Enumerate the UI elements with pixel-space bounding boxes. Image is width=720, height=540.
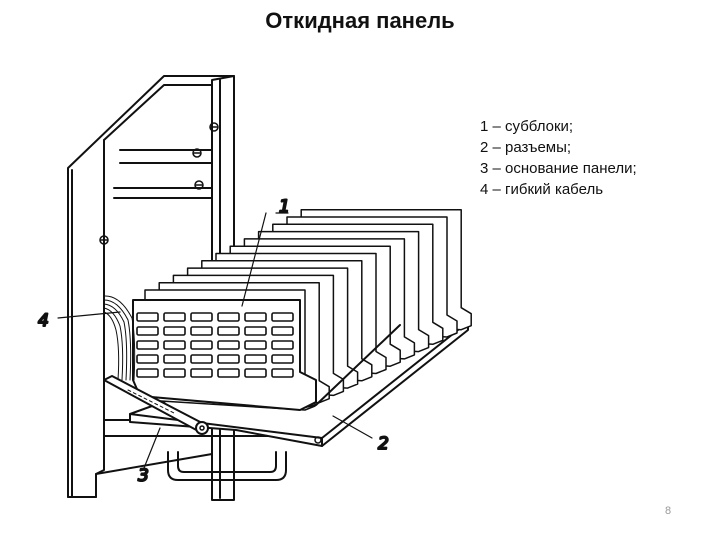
leader-line-3: [143, 427, 161, 469]
base-handle: [167, 451, 287, 481]
legend-item-flexible-cable: 4 – гибкий кабель: [480, 181, 604, 198]
callout-4: 4: [38, 311, 49, 331]
connector-slot: [271, 354, 294, 364]
connector-slot: [190, 354, 213, 364]
callout-3: 3: [138, 466, 149, 486]
connector-slot: [136, 368, 159, 378]
front-subblock: [132, 299, 317, 411]
slide-title: Откидная панель: [265, 8, 455, 33]
leader-line-4: [57, 311, 121, 319]
connector-slot: [136, 312, 159, 322]
connector-slot: [271, 312, 294, 322]
connector-slot: [217, 368, 240, 378]
connector-slot: [136, 340, 159, 350]
frame-screws: [99, 122, 219, 245]
connector-slot: [163, 312, 186, 322]
connector-slot: [244, 340, 267, 350]
connector-slot: [190, 312, 213, 322]
support-bar: [103, 375, 209, 435]
connector-slot: [217, 312, 240, 322]
flexible-cable: [103, 295, 136, 381]
connector-slot: [271, 368, 294, 378]
callout-2: 2: [378, 434, 389, 454]
leader-line-2: [332, 415, 373, 439]
connector-slot: [244, 312, 267, 322]
leader-line-1: [241, 212, 267, 307]
legend-item-panel-base: 3 – основание панели;: [480, 160, 637, 177]
legend-item-connectors: 2 – разъемы;: [480, 139, 572, 156]
connector-slot: [136, 354, 159, 364]
connector-slot: [271, 326, 294, 336]
connector-slot: [190, 326, 213, 336]
connector-slot: [136, 326, 159, 336]
connector-slot: [244, 368, 267, 378]
connector-slot: [244, 326, 267, 336]
page-number: 8: [665, 505, 672, 517]
connector-slot: [163, 368, 186, 378]
connector-slot: [244, 354, 267, 364]
legend-item-subblocks: 1 – субблоки;: [480, 118, 574, 135]
connector-slot: [190, 340, 213, 350]
connector-slot: [163, 326, 186, 336]
legend: 1 – субблоки; 2 – разъемы; 3 – основание…: [480, 116, 712, 200]
connector-slot: [163, 340, 186, 350]
connector-slot: [217, 326, 240, 336]
leader-lines: [57, 212, 373, 469]
connector-slot: [217, 340, 240, 350]
callout-1: 1: [279, 197, 290, 217]
connector-slot: [271, 340, 294, 350]
connector-grid: [136, 312, 294, 378]
connector-slot: [163, 354, 186, 364]
connector-slot: [190, 368, 213, 378]
connector-slot: [217, 354, 240, 364]
